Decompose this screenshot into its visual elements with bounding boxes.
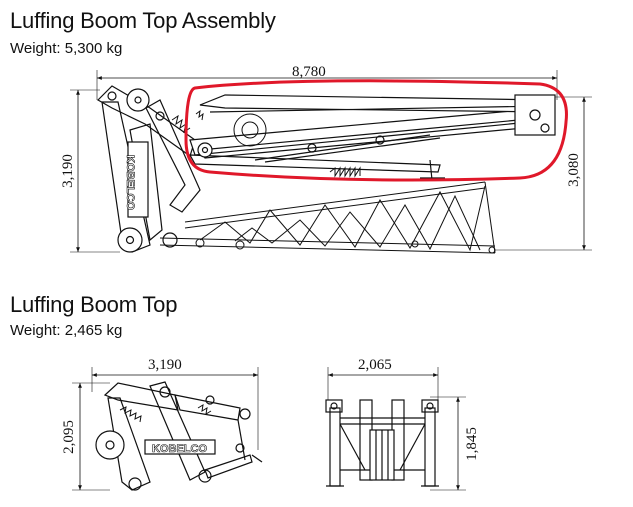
- top-side-drawing: [72, 367, 263, 491]
- top-side-brand-logo: KOBELCO: [152, 443, 207, 455]
- assembly-brand-logo: KOBELCO: [124, 155, 136, 210]
- assembly-left-frame: [97, 85, 204, 253]
- assembly-strut: [188, 94, 556, 181]
- top-front-drawing: [325, 367, 466, 491]
- assembly-length-label: 8,780: [292, 64, 326, 80]
- top-side-width-label: 3,190: [148, 357, 182, 373]
- top-front-width-label: 2,065: [358, 357, 392, 373]
- top-title: Luffing Boom Top: [10, 292, 178, 317]
- assembly-lattice-boom: [159, 181, 496, 254]
- assembly-height-left-label: 3,190: [60, 154, 76, 188]
- assembly-title: Luffing Boom Top Assembly: [10, 8, 276, 33]
- assembly-height-right-label: 3,080: [566, 153, 582, 187]
- top-front-height-label: 1,845: [464, 427, 480, 461]
- assembly-weight: Weight: 5,300 kg: [10, 40, 123, 57]
- top-weight: Weight: 2,465 kg: [10, 322, 123, 339]
- assembly-drawing: KOBELCO: [70, 70, 592, 254]
- assembly-highlight-outline: [184, 79, 568, 182]
- top-side-height-label: 2,095: [61, 420, 77, 454]
